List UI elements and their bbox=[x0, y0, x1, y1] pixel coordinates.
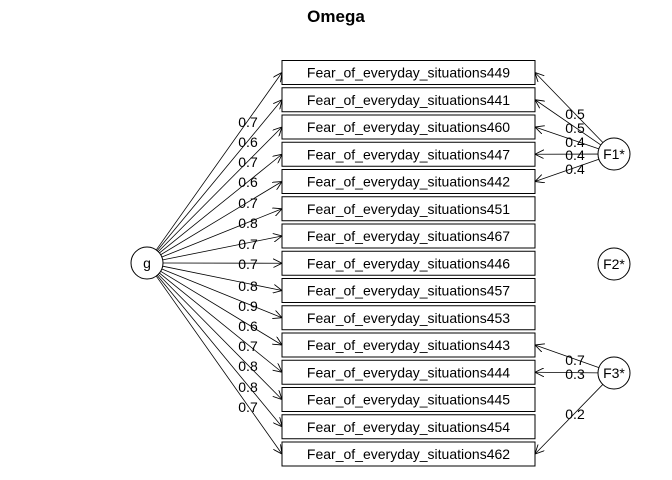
group-loading-label: 0.5 bbox=[565, 106, 585, 122]
item-box bbox=[281, 87, 536, 113]
group-loading-edge bbox=[535, 158, 600, 181]
item-label: Fear_of_everyday_situations444 bbox=[307, 364, 510, 380]
group-loading-edge bbox=[535, 384, 604, 454]
item-label: Fear_of_everyday_situations457 bbox=[307, 283, 510, 299]
group-factor-node bbox=[597, 137, 631, 171]
item-box bbox=[281, 141, 536, 167]
g-loading-edge bbox=[156, 100, 282, 251]
item-box bbox=[281, 114, 536, 140]
item-box bbox=[281, 441, 536, 467]
group-loading-edge bbox=[535, 372, 599, 373]
g-loading-label: 0.9 bbox=[238, 298, 258, 314]
group-factor-label: F2* bbox=[603, 256, 625, 272]
item-box bbox=[281, 305, 536, 331]
item-label: Fear_of_everyday_situations467 bbox=[307, 228, 510, 244]
item-label: Fear_of_everyday_situations442 bbox=[307, 174, 510, 190]
g-loading-edge bbox=[155, 73, 282, 251]
group-loading-edge bbox=[535, 127, 599, 150]
item-label: Fear_of_everyday_situations449 bbox=[307, 65, 510, 81]
g-loading-edge bbox=[162, 265, 282, 290]
g-loading-label: 0.8 bbox=[238, 215, 258, 231]
item-label: Fear_of_everyday_situations445 bbox=[307, 392, 510, 408]
group-factor-label: F3* bbox=[603, 365, 625, 381]
diagram-title: Omega bbox=[307, 7, 365, 26]
g-loading-label: 0.7 bbox=[238, 195, 258, 211]
g-loading-edge bbox=[161, 268, 282, 318]
g-loading-label: 0.7 bbox=[238, 338, 258, 354]
group-loading-edge bbox=[535, 345, 600, 369]
item-label: Fear_of_everyday_situations441 bbox=[307, 92, 510, 108]
g-loading-edge bbox=[160, 270, 282, 345]
g-loading-edge bbox=[162, 236, 282, 261]
loading-labels: 0.7 0.6 0.7 0.6 0.7 0.8 0.7 0.7 0.8 0.9 0.6 0.7 0.8 0… bbox=[238, 106, 585, 422]
g-loading-label: 0.7 bbox=[238, 154, 258, 170]
group-factor-node bbox=[597, 356, 631, 390]
item-label: Fear_of_everyday_situations462 bbox=[307, 446, 510, 462]
factor-nodes: g F1* F2* F3* bbox=[130, 137, 631, 390]
g-loading-label: 0.8 bbox=[238, 358, 258, 374]
g-loading-label: 0.7 bbox=[238, 236, 258, 252]
group-loading-label: 0.2 bbox=[565, 406, 585, 422]
group-loading-label: 0.5 bbox=[565, 120, 585, 136]
group-loading-label: 0.3 bbox=[565, 366, 585, 382]
g-loading-label: 0.7 bbox=[238, 399, 258, 415]
group-loading-label: 0.4 bbox=[565, 134, 585, 150]
g-loading-edge bbox=[159, 154, 282, 254]
item-box bbox=[281, 250, 536, 276]
g-loading-edge bbox=[156, 275, 282, 426]
item-box bbox=[281, 414, 536, 440]
group-loading-label: 0.7 bbox=[565, 352, 585, 368]
item-box bbox=[281, 359, 536, 385]
g-loading-label: 0.7 bbox=[238, 114, 258, 130]
item-label: Fear_of_everyday_situations453 bbox=[307, 310, 510, 326]
item-label: Fear_of_everyday_situations454 bbox=[307, 419, 510, 435]
general-factor-label: g bbox=[143, 255, 151, 271]
item-box bbox=[281, 169, 536, 194]
item-label: Fear_of_everyday_situations451 bbox=[307, 201, 510, 217]
item-box bbox=[281, 278, 536, 303]
group-loading-label: 0.4 bbox=[565, 147, 585, 163]
item-boxes: Fear_of_everyday_situations449Fear_of_ev… bbox=[281, 60, 536, 467]
item-box bbox=[281, 60, 536, 85]
item-label: Fear_of_everyday_situations447 bbox=[307, 146, 510, 162]
g-loading-edge bbox=[157, 127, 282, 252]
group-loading-edge bbox=[535, 100, 602, 146]
g-loading-edge bbox=[159, 272, 282, 372]
g-loading-label: 0.8 bbox=[238, 379, 258, 395]
item-box bbox=[281, 223, 536, 249]
g-loading-label: 0.6 bbox=[238, 174, 258, 190]
group-factor-label: F1* bbox=[603, 146, 625, 162]
item-label: Fear_of_everyday_situations460 bbox=[307, 119, 510, 135]
general-factor-node bbox=[130, 246, 164, 280]
g-loading-label: 0.8 bbox=[238, 278, 258, 294]
group-factor-node bbox=[597, 247, 631, 281]
item-box bbox=[281, 387, 536, 412]
g-loading-edge bbox=[161, 209, 282, 258]
item-box bbox=[281, 196, 536, 222]
g-loading-label: 0.7 bbox=[238, 256, 258, 272]
g-loading-edge bbox=[155, 275, 282, 454]
group-loading-edge bbox=[535, 73, 604, 143]
group-loading-label: 0.4 bbox=[565, 161, 585, 177]
g-loading-label: 0.6 bbox=[238, 318, 258, 334]
g-loading-edge bbox=[160, 182, 282, 256]
item-label: Fear_of_everyday_situations443 bbox=[307, 337, 510, 353]
item-box bbox=[281, 332, 536, 358]
item-label: Fear_of_everyday_situations446 bbox=[307, 255, 510, 271]
g-loading-edge bbox=[157, 274, 282, 399]
g-loading-label: 0.6 bbox=[238, 134, 258, 150]
edges-layer bbox=[155, 73, 604, 455]
